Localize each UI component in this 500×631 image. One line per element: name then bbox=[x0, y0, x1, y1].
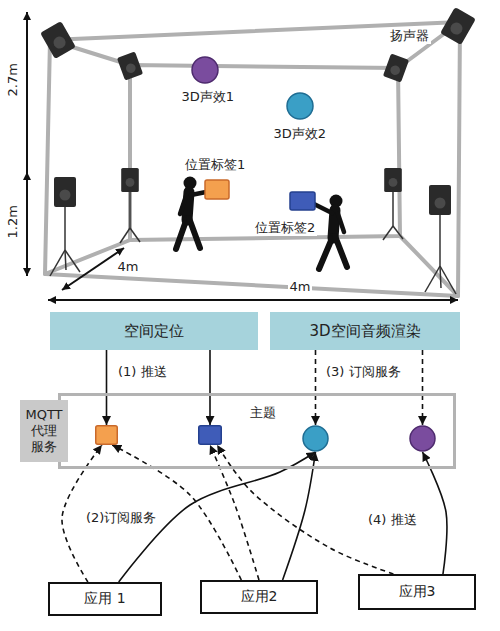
application-box: 应用 1 bbox=[48, 582, 162, 616]
box-label: 应用2 bbox=[241, 588, 278, 606]
subscribe-arrow bbox=[210, 445, 259, 580]
topic-icon bbox=[95, 425, 118, 445]
topic-icon bbox=[198, 425, 222, 445]
sound-effect-markers bbox=[192, 57, 313, 119]
topic-circle bbox=[302, 425, 329, 452]
room-frame bbox=[45, 22, 460, 296]
sound-effect-label: 3D声效2 bbox=[272, 126, 329, 142]
topic-square bbox=[95, 425, 118, 445]
edge-label: (2)订阅服务 bbox=[84, 510, 158, 526]
position-tags bbox=[205, 180, 315, 210]
position-tag-label: 位置标签2 bbox=[253, 220, 317, 236]
broker-box: 主题MQTT代理服务 bbox=[58, 393, 456, 469]
sound-effect-label: 3D声效1 bbox=[180, 89, 237, 105]
broker-tab: MQTT代理服务 bbox=[20, 400, 68, 462]
function-box: 空间定位 bbox=[50, 312, 258, 350]
dimension-label: 2.7m bbox=[4, 61, 20, 98]
topic-heading: 主题 bbox=[250, 404, 276, 422]
edge-label: (1) 推送 bbox=[116, 364, 169, 380]
publish-arrow bbox=[283, 452, 316, 580]
subscribe-arrow bbox=[112, 445, 241, 580]
topic-icon bbox=[302, 425, 329, 452]
application-box: 应用3 bbox=[358, 574, 476, 610]
publish-arrow bbox=[423, 452, 447, 574]
topic-circle bbox=[409, 425, 436, 452]
connector-group bbox=[62, 350, 447, 582]
subscribe-arrow bbox=[217, 445, 393, 574]
position-tag-label: 位置标签1 bbox=[183, 157, 247, 173]
person-silhouettes bbox=[176, 177, 347, 270]
topic-square bbox=[198, 425, 222, 445]
dimension-lines bbox=[27, 12, 458, 300]
box-label: 应用3 bbox=[399, 583, 436, 601]
function-box: 3D空间音频渲染 bbox=[270, 312, 460, 350]
publish-arrow bbox=[209, 350, 211, 425]
subscribe-arrow bbox=[315, 350, 317, 425]
dimension-label: 4m bbox=[116, 259, 141, 275]
subscribe-arrow bbox=[62, 445, 102, 582]
topic-icon bbox=[409, 425, 436, 452]
publish-arrow bbox=[119, 452, 316, 582]
box-label: 空间定位 bbox=[124, 322, 184, 341]
tripod-stands bbox=[50, 192, 456, 294]
speaker-icons bbox=[40, 7, 476, 215]
publish-arrow bbox=[106, 350, 108, 425]
speaker-label: 扬声器 bbox=[388, 28, 431, 44]
broker-label: MQTT代理服务 bbox=[25, 407, 62, 456]
box-label: 3D空间音频渲染 bbox=[309, 322, 420, 341]
box-label: 应用 1 bbox=[84, 590, 125, 608]
application-box: 应用2 bbox=[200, 580, 318, 614]
edge-label: (4) 推送 bbox=[366, 512, 419, 528]
edge-label: (3) 订阅服务 bbox=[324, 364, 403, 380]
dimension-label: 1.2m bbox=[4, 203, 20, 240]
subscribe-arrow bbox=[422, 350, 424, 425]
dimension-label: 4m bbox=[288, 279, 313, 295]
